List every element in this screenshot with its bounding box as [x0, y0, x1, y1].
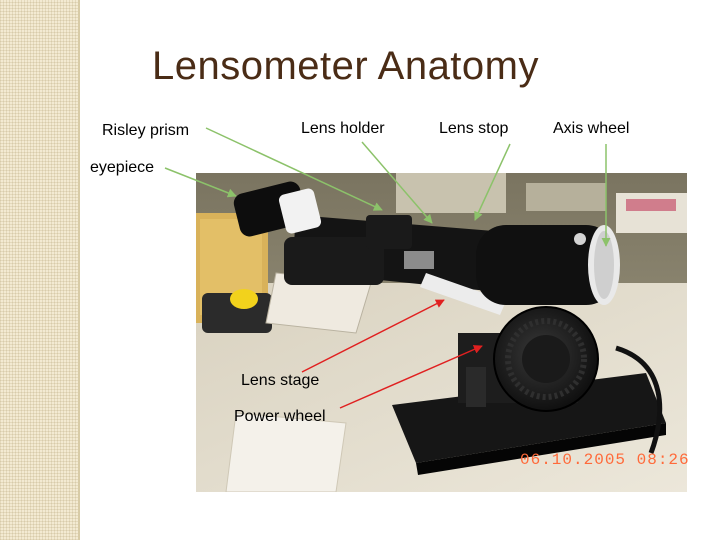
label-axis-wheel: Axis wheel — [553, 120, 630, 137]
slide-title: Lensometer Anatomy — [152, 44, 539, 88]
label-lens-holder: Lens holder — [301, 120, 385, 137]
label-eyepiece: eyepiece — [90, 159, 155, 176]
label-risley-prism: Risley prism — [102, 122, 190, 139]
label-power-wheel: Power wheel — [234, 408, 326, 425]
lensometer-illustration — [196, 173, 687, 492]
label-lens-stage: Lens stage — [241, 372, 320, 389]
decorative-side-band — [0, 0, 80, 540]
photo-timestamp: 06.10.2005 08:26 — [520, 451, 690, 469]
label-lens-stop: Lens stop — [439, 120, 509, 137]
lensometer-photo — [196, 173, 687, 492]
